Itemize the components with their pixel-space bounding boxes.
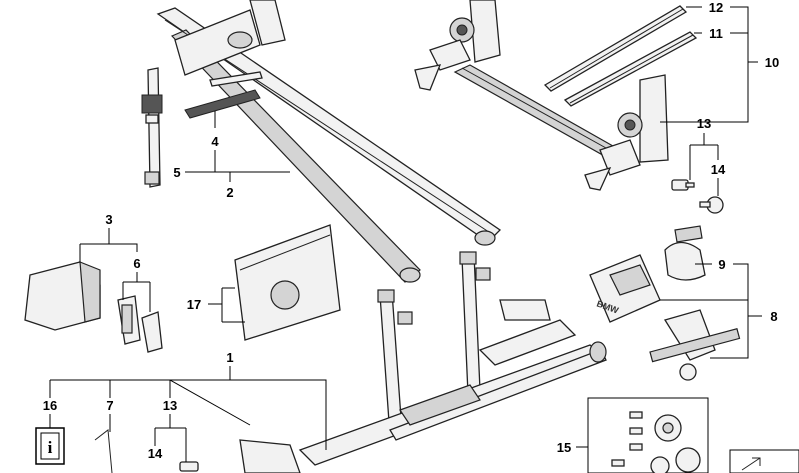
callout-14-right: 14 [711, 162, 726, 177]
clamp-part [664, 225, 706, 281]
callout-1: 1 [226, 350, 233, 365]
leader-lines [49, 6, 762, 462]
allen-key-part [94, 429, 113, 473]
ratchet-strap-part [543, 5, 698, 107]
panel-part [234, 224, 341, 341]
holder-part [24, 261, 163, 353]
callout-14-left: 14 [148, 446, 163, 461]
info-symbol-text: i [48, 438, 53, 457]
info-icon: i [35, 427, 65, 465]
callout-16: 16 [43, 398, 57, 413]
callout-12: 12 [709, 0, 723, 15]
callout-3: 3 [105, 212, 112, 227]
callout-8: 8 [770, 309, 777, 324]
bmw-holder-part: BMW [589, 254, 661, 323]
strap-part [141, 67, 163, 188]
right-bottom-box [729, 449, 799, 473]
callout-15: 15 [557, 440, 571, 455]
callout-4: 4 [211, 134, 219, 149]
top-rail-part [156, 0, 502, 283]
wheel-holder-part [414, 0, 669, 191]
callout-13-right: 13 [697, 116, 711, 131]
callout-9: 9 [718, 257, 725, 272]
callout-11: 11 [709, 26, 723, 41]
callout-6: 6 [133, 256, 140, 271]
callout-5: 5 [173, 165, 180, 180]
frame-posts-part [377, 251, 491, 437]
callout-7: 7 [106, 398, 113, 413]
callout-2: 2 [226, 185, 233, 200]
base-frame-part [239, 299, 607, 473]
hardware-kit-box [587, 397, 709, 473]
lock-bracket-part [649, 309, 741, 381]
pad-part [184, 71, 263, 119]
callout-13-left: 13 [163, 398, 177, 413]
callout-10: 10 [765, 55, 779, 70]
callout-labels: 12 11 10 13 14 4 5 2 3 6 17 9 8 1 16 7 1… [43, 0, 779, 461]
bolt-part [671, 179, 724, 214]
small-bolt-part [179, 461, 199, 472]
callout-17: 17 [187, 297, 201, 312]
